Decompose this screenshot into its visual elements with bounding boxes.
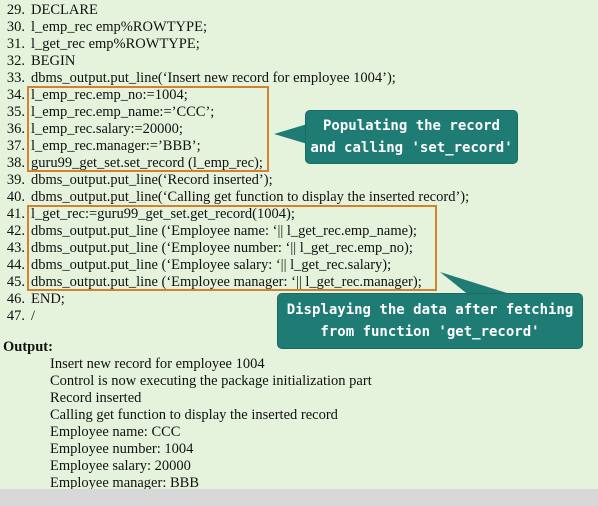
output-line: Control is now executing the package ini…	[50, 373, 372, 389]
get-record-callout: Displaying the data after fetching from …	[278, 294, 582, 348]
callout-text: Displaying the data after fetching	[286, 302, 574, 318]
line-number: 46.	[6, 291, 25, 307]
line-number: 44.	[6, 257, 25, 273]
callout-pointer-icon	[274, 122, 314, 146]
line-code: dbms_output.put_line (‘Employee number: …	[31, 240, 413, 256]
line-code: dbms_output.put_line(‘Record inserted’);	[31, 172, 273, 188]
line-number: 33.	[6, 70, 25, 86]
get-record-highlight-box	[27, 205, 437, 291]
line-number: 38.	[6, 155, 25, 171]
line-code: l_get_rec:=guru99_get_set.get_record(100…	[31, 206, 295, 222]
line-code: dbms_output.put_line (‘Employee manager:…	[31, 274, 422, 290]
line-number: 37.	[6, 138, 25, 154]
line-number: 30.	[6, 19, 25, 35]
line-code: l_emp_rec.manager:=’BBB’;	[31, 138, 201, 154]
line-code: DECLARE	[31, 2, 98, 18]
line-code: l_emp_rec.emp_no:=1004;	[31, 87, 188, 103]
output-line: Employee manager: BBB	[50, 475, 199, 491]
line-code: l_get_rec emp%ROWTYPE;	[31, 36, 200, 52]
set-record-highlight-box	[27, 86, 269, 172]
line-code: l_emp_rec.emp_name:=’CCC’;	[31, 104, 215, 120]
line-number: 41.	[6, 206, 25, 222]
callout-text: and calling 'set_record'	[310, 140, 513, 156]
line-number: 32.	[6, 53, 25, 69]
output-line: Employee salary: 20000	[50, 458, 191, 474]
line-code: dbms_output.put_line(‘Insert new record …	[31, 70, 396, 86]
callout-text: Populating the record	[322, 118, 500, 134]
line-number: 34.	[6, 87, 25, 103]
bottom-bar	[0, 489, 598, 506]
line-number: 40.	[6, 189, 25, 205]
line-code: guru99_get_set.set_record (l_emp_rec);	[31, 155, 263, 171]
line-code: dbms_output.put_line(‘Calling get functi…	[31, 189, 470, 205]
line-number: 29.	[6, 2, 25, 18]
line-number: 47.	[6, 308, 25, 324]
line-number: 35.	[6, 104, 25, 120]
code-document: 29. DECLARE 30. l_emp_rec emp%ROWTYPE; 31.…	[0, 0, 598, 491]
line-number: 45.	[6, 274, 25, 290]
output-line: Calling get function to display the inse…	[50, 407, 338, 423]
line-code: l_emp_rec.salary:=20000;	[31, 121, 183, 137]
output-line: Employee name: CCC	[50, 424, 181, 440]
line-number: 43.	[6, 240, 25, 256]
output-line: Insert new record for employee 1004	[50, 356, 265, 372]
set-record-callout: Populating the record and calling 'set_r…	[306, 111, 517, 163]
line-code: BEGIN	[31, 53, 76, 69]
line-code: dbms_output.put_line (‘Employee name: ‘|…	[31, 223, 417, 239]
line-number: 42.	[6, 223, 25, 239]
line-code: END;	[31, 291, 65, 307]
output-line: Employee number: 1004	[50, 441, 194, 457]
line-code: /	[31, 308, 36, 324]
callout-pointer-icon	[440, 272, 510, 300]
line-number: 31.	[6, 36, 25, 52]
line-number: 36.	[6, 121, 25, 137]
output-line: Record inserted	[50, 390, 142, 406]
output-heading: Output:	[3, 339, 53, 355]
line-code: l_emp_rec emp%ROWTYPE;	[31, 19, 207, 35]
line-number: 39.	[6, 172, 25, 188]
callout-text: from function 'get_record'	[320, 324, 540, 340]
line-code: dbms_output.put_line (‘Employee salary: …	[31, 257, 392, 273]
